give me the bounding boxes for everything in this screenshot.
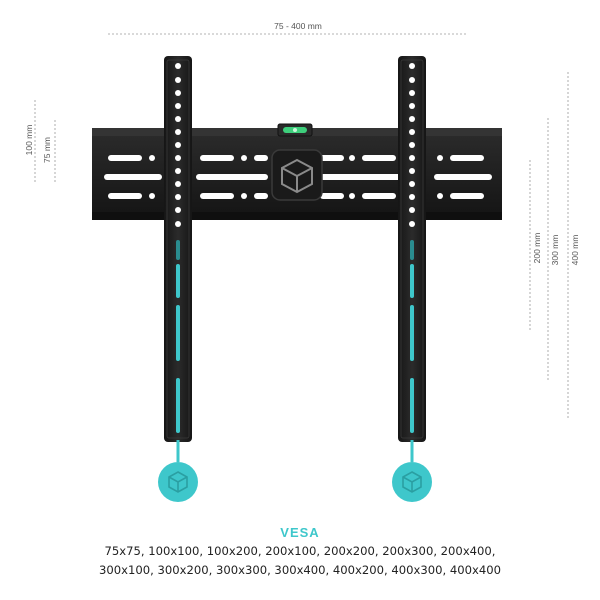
right-release-cord[interactable] xyxy=(392,440,432,502)
cube-logo-icon xyxy=(271,149,323,201)
vesa-sizes-line-1: 75x75, 100x100, 100x200, 200x100, 200x20… xyxy=(104,544,496,558)
cube-logo-icon xyxy=(168,471,188,493)
dimension-left-75: 75 mm xyxy=(42,120,56,183)
dimension-horizontal-label: 75 - 400 mm xyxy=(274,21,322,31)
dimension-right-200-label: 200 mm xyxy=(532,233,542,264)
left-arm xyxy=(164,56,192,442)
dimension-left-75-label: 75 mm xyxy=(42,137,52,163)
cube-logo-icon xyxy=(402,471,422,493)
dimension-right-400: 400 mm xyxy=(567,72,580,420)
left-release-cord[interactable] xyxy=(158,440,198,502)
right-arm xyxy=(398,56,426,442)
left-arm-cyan-strips xyxy=(176,240,180,433)
dimension-right-200: 200 mm xyxy=(529,160,542,330)
vesa-sizes-line-2: 300x100, 300x200, 300x300, 300x400, 400x… xyxy=(98,563,502,577)
bubble-level xyxy=(277,123,313,137)
wall-plate-slots xyxy=(104,155,492,199)
right-arm-cyan-strips xyxy=(410,240,414,433)
vesa-title: VESA xyxy=(280,525,320,540)
left-arm-holes xyxy=(175,63,181,227)
dimension-right-300-label: 300 mm xyxy=(550,235,560,266)
dimension-horizontal: 75 - 400 mm xyxy=(108,21,468,35)
right-arm-holes xyxy=(409,63,415,227)
dimension-left-100-label: 100 mm xyxy=(24,125,34,156)
dimension-left-100: 100 mm xyxy=(24,100,36,183)
dimension-right-400-label: 400 mm xyxy=(570,235,580,266)
dimension-right-300: 300 mm xyxy=(547,118,560,382)
